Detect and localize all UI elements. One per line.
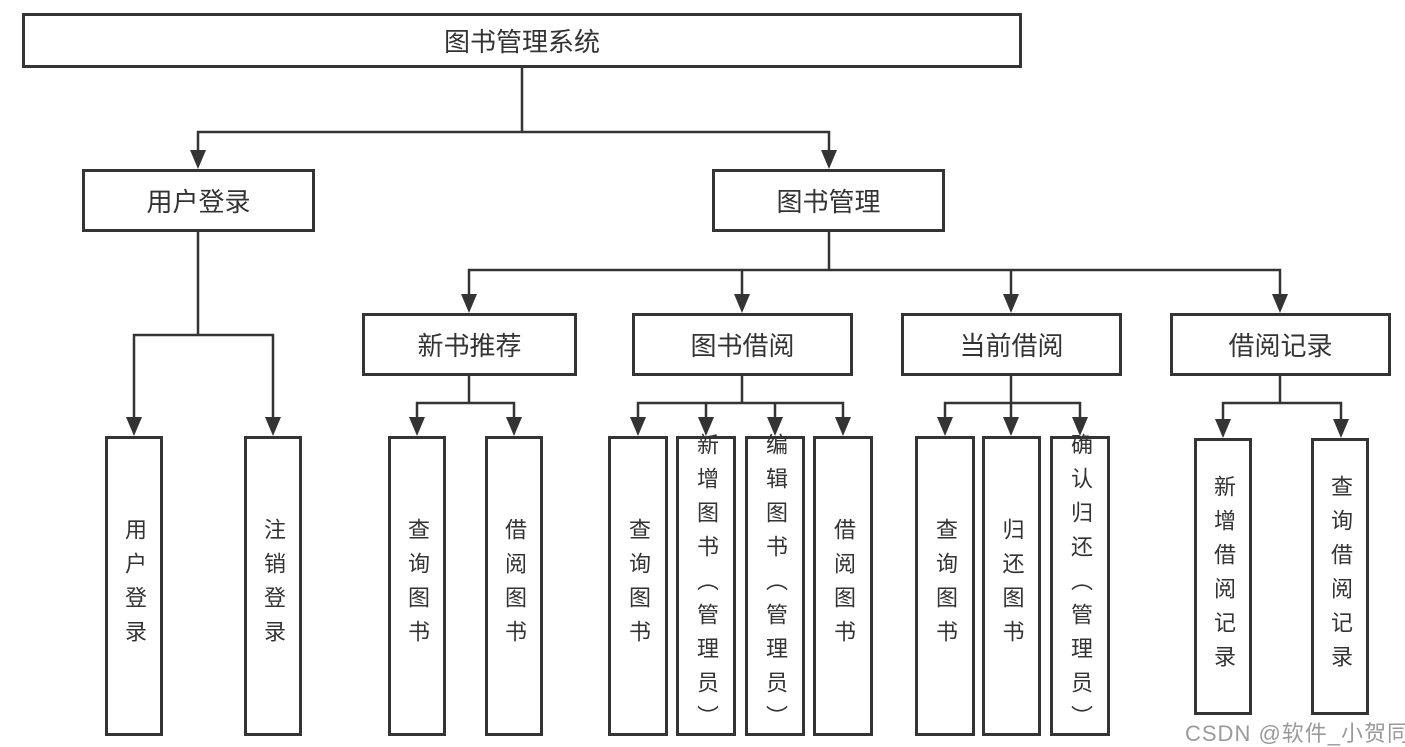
leaf-query-borrow-record: 查询借阅记录	[1311, 438, 1369, 715]
node-label: 编辑图书（管理员）	[763, 433, 788, 739]
leaf-return-books: 归还图书	[982, 436, 1041, 736]
node-label: 新增借阅记录	[1211, 474, 1236, 679]
node-label: 借阅图书	[502, 518, 527, 654]
node-book-borrow: 图书借阅	[632, 313, 853, 376]
node-label: 图书管理	[776, 187, 881, 217]
node-label: 查询图书	[405, 518, 430, 654]
leaf-add-books-admin: 新增图书（管理员）	[676, 433, 736, 739]
node-label: 查询图书	[933, 518, 958, 654]
node-label: 新书推荐	[417, 331, 522, 361]
node-borrow-records: 借阅记录	[1170, 313, 1391, 376]
leaf-query-books-borrow: 查询图书	[608, 436, 668, 736]
node-user-login: 用户登录	[82, 169, 315, 232]
watermark: CSDN @软件_小贺同学	[1185, 721, 1405, 746]
leaf-edit-books-admin: 编辑图书（管理员）	[745, 433, 805, 739]
node-root: 图书管理系统	[22, 13, 1022, 68]
node-label: 用户登录	[146, 187, 251, 217]
node-label: 新增图书（管理员）	[694, 433, 719, 739]
leaf-query-books-current: 查询图书	[915, 436, 975, 736]
node-current-borrow: 当前借阅	[901, 313, 1122, 376]
node-label: 查询图书	[626, 518, 651, 654]
leaf-borrow-books: 借阅图书	[813, 436, 873, 736]
node-label: 查询借阅记录	[1328, 474, 1353, 679]
node-label: 确认归还（管理员）	[1068, 433, 1093, 739]
leaf-add-borrow-record: 新增借阅记录	[1194, 438, 1252, 715]
arrowheads	[126, 150, 1349, 438]
node-label: 注销登录	[261, 518, 286, 654]
node-label: 归还图书	[999, 518, 1025, 654]
leaf-borrow-books-recommend: 借阅图书	[485, 436, 543, 736]
node-label: 图书借阅	[690, 331, 795, 361]
leaf-query-books-recommend: 查询图书	[388, 436, 446, 736]
node-book-management: 图书管理	[712, 169, 945, 232]
leaf-user-login: 用户登录	[105, 436, 163, 736]
leaf-logout: 注销登录	[244, 436, 302, 736]
node-label: 图书管理系统	[443, 27, 600, 57]
node-label: 当前借阅	[959, 331, 1064, 361]
node-label: 用户登录	[122, 518, 147, 654]
node-label: 借阅图书	[831, 518, 856, 654]
leaf-confirm-return-admin: 确认归还（管理员）	[1050, 433, 1110, 739]
node-label: 借阅记录	[1228, 331, 1333, 361]
node-new-book-recommend: 新书推荐	[362, 313, 577, 376]
